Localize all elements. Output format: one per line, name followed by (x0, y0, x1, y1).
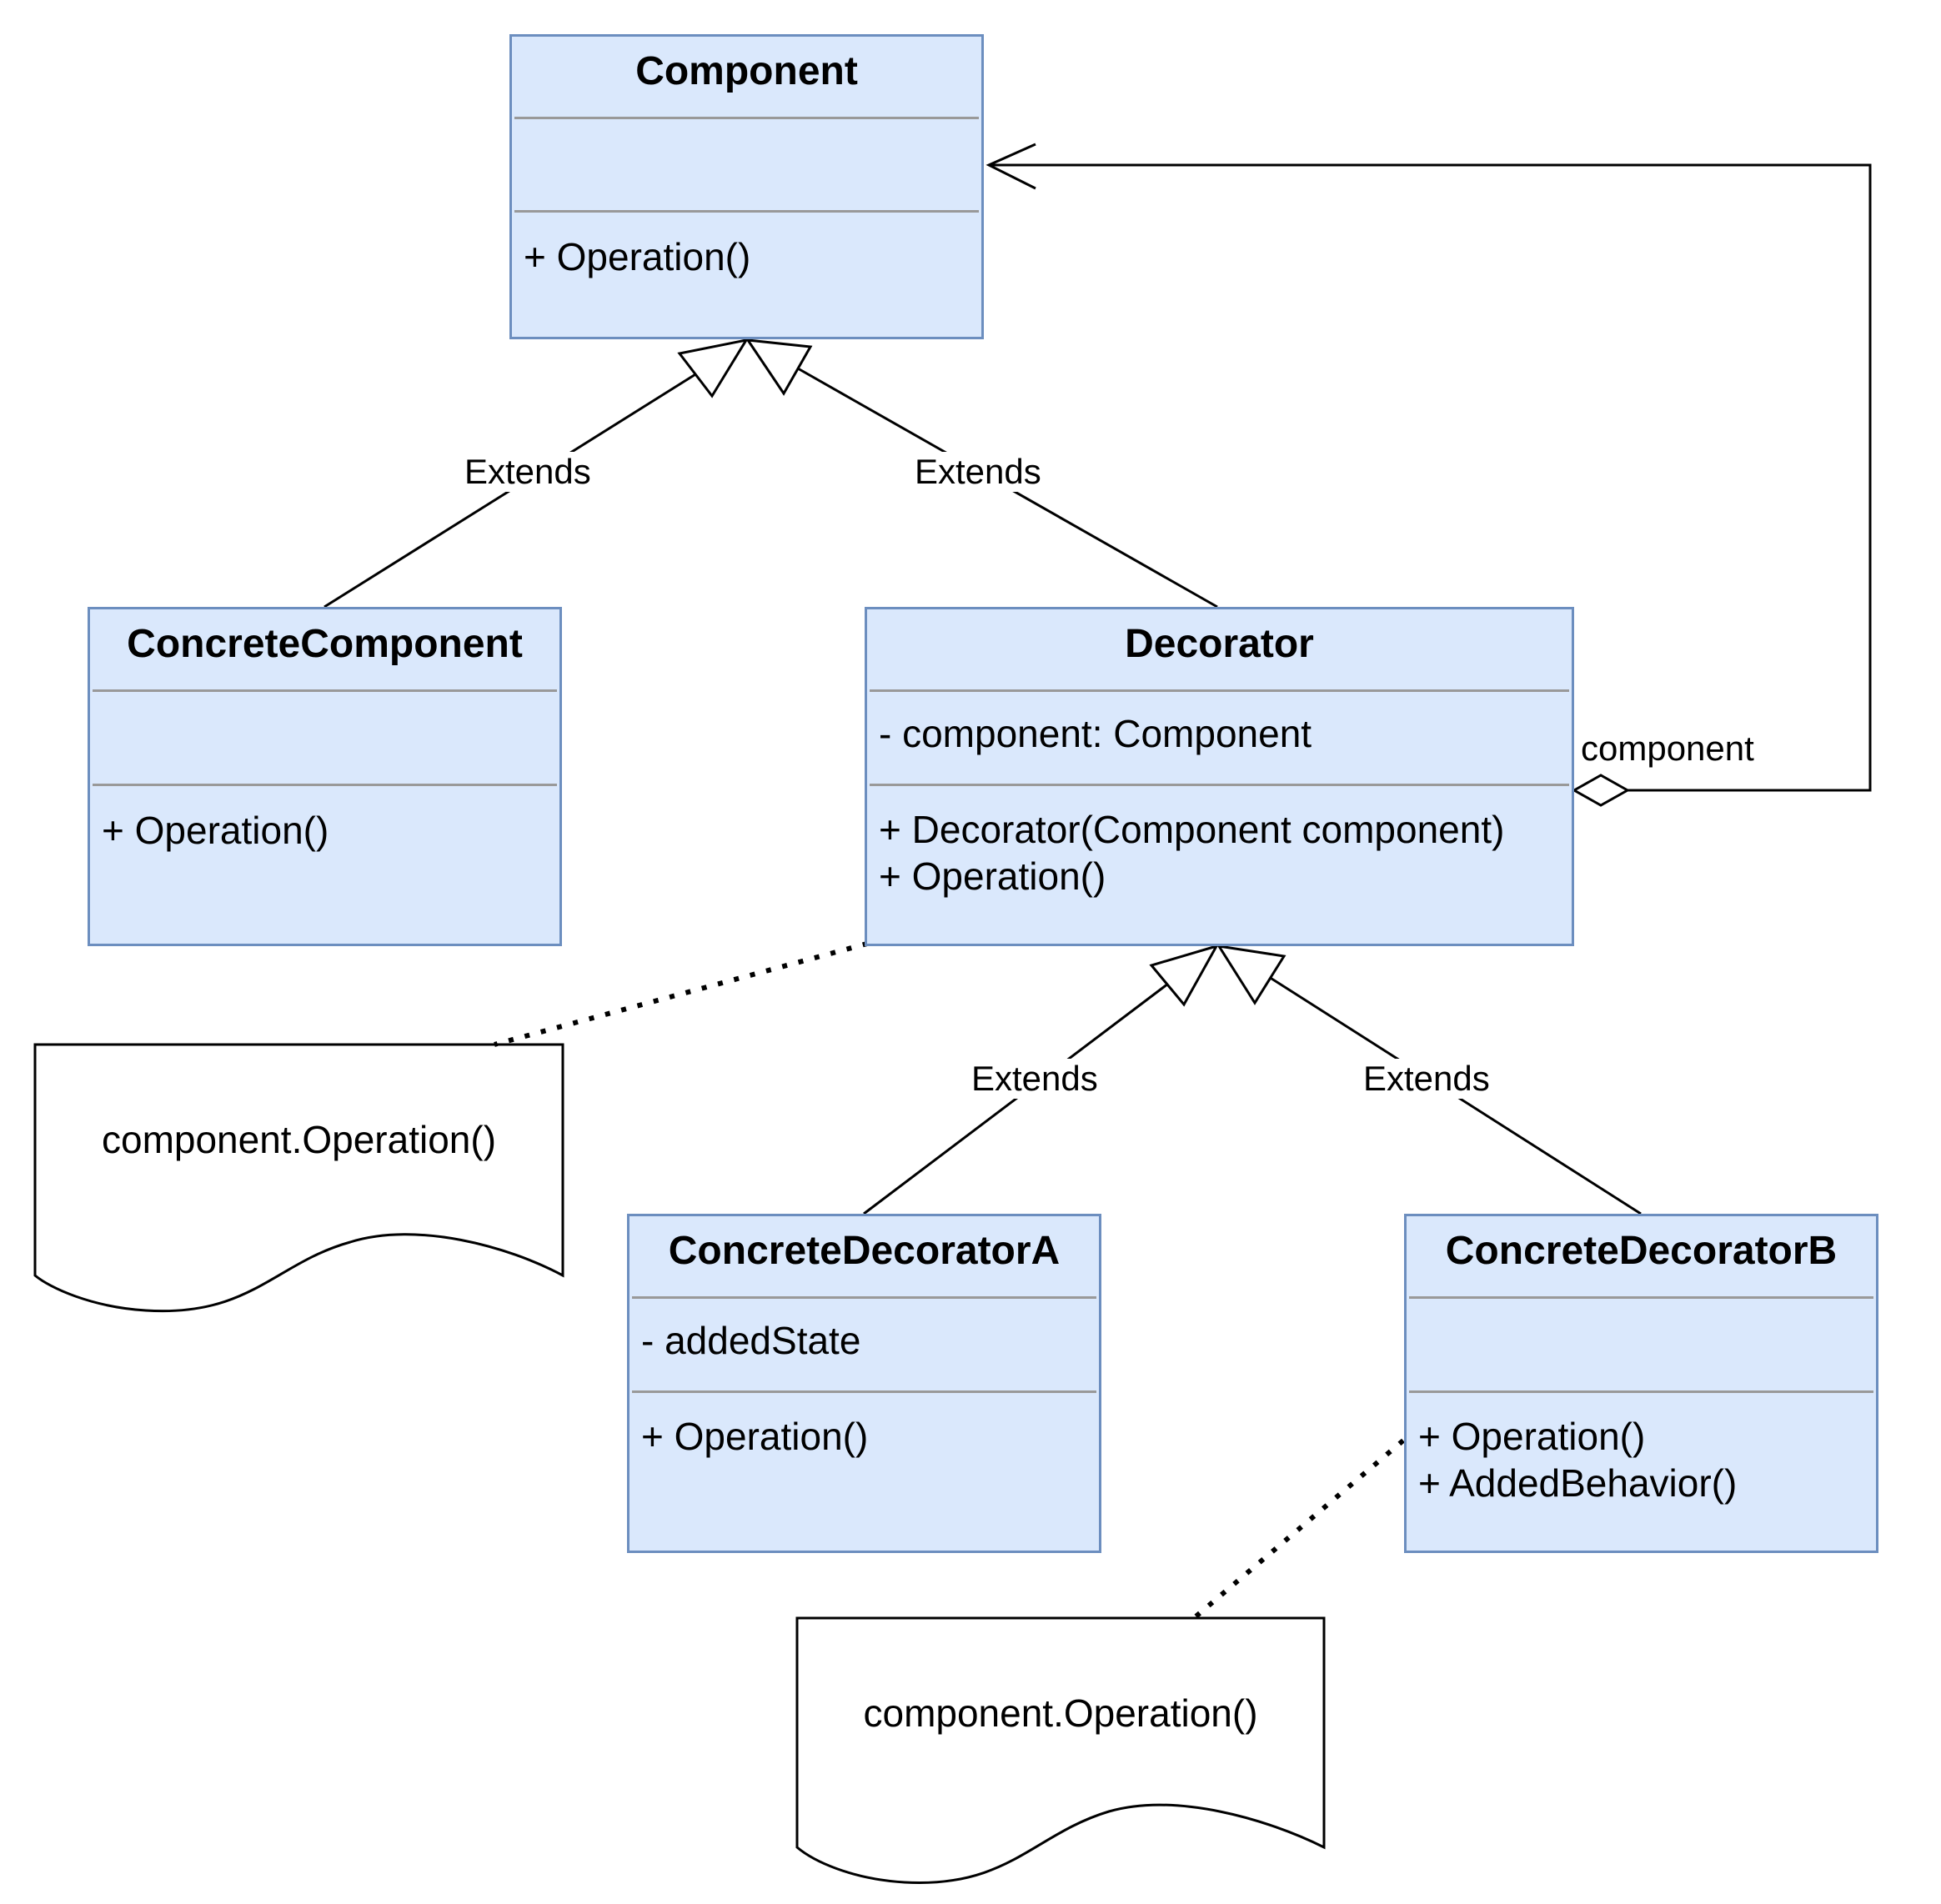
class-component[interactable]: Component + Operation() (509, 34, 984, 339)
note-decorator-b-operation-shape[interactable] (795, 1616, 1326, 1885)
aggregation-diamond-icon (1571, 774, 1631, 807)
class-separator (632, 1390, 1096, 1393)
note-decorator-operation-shape[interactable] (33, 1043, 564, 1313)
generalization-arrowhead-icon (1149, 944, 1220, 1007)
class-name: Decorator (1125, 622, 1314, 666)
note-decorator-b-operation-text: component.Operation() (863, 1691, 1258, 1735)
class-methods: + Operation() + AddedBehavior() (1418, 1413, 1871, 1506)
method-operation: + Operation() (102, 809, 329, 852)
class-separator (514, 210, 979, 213)
class-name: ConcreteComponent (127, 622, 523, 666)
class-separator (93, 784, 557, 786)
method-operation: + Operation() (524, 235, 751, 278)
note-link-decorator-b[interactable] (1192, 1438, 1405, 1621)
class-methods: + Operation() (102, 807, 554, 854)
class-concrete-component[interactable]: ConcreteComponent + Operation() (88, 607, 562, 946)
aggregation-role-label: component (1581, 729, 1754, 768)
class-concrete-decorator-a[interactable]: ConcreteDecoratorA - addedState + Operat… (627, 1214, 1101, 1553)
aggregation-edge-component[interactable] (989, 163, 1872, 792)
attribute-added-state: - addedState (641, 1319, 861, 1362)
method-operation: + Operation() (879, 854, 1106, 898)
class-methods: + Decorator(Component component) + Opera… (879, 806, 1567, 899)
open-arrowhead-icon (986, 143, 1036, 190)
method-added-behavior: + AddedBehavior() (1418, 1461, 1738, 1505)
method-constructor: + Decorator(Component component) (879, 808, 1505, 851)
class-separator (632, 1296, 1096, 1299)
class-separator (93, 689, 557, 692)
class-methods: + Operation() (641, 1413, 1094, 1460)
extends-label-decorator: Extends (911, 452, 1045, 492)
class-separator (1409, 1296, 1873, 1299)
class-separator (870, 689, 1569, 692)
class-concrete-decorator-b[interactable]: ConcreteDecoratorB + Operation() + Added… (1404, 1214, 1878, 1553)
class-name: Component (635, 49, 858, 93)
generalization-arrowhead-icon (745, 338, 813, 396)
extends-label-concrete-component: Extends (461, 452, 594, 492)
extends-label-decorator-a: Extends (968, 1059, 1101, 1099)
attribute-component: - component: Component (879, 712, 1312, 755)
class-separator (870, 784, 1569, 786)
class-attributes: - component: Component (879, 710, 1567, 757)
class-name: ConcreteDecoratorA (668, 1229, 1061, 1273)
class-decorator[interactable]: Decorator - component: Component + Decor… (865, 607, 1574, 946)
class-separator (1409, 1390, 1873, 1393)
generalization-arrowhead-icon (1216, 944, 1286, 1005)
note-decorator-operation-text: component.Operation() (101, 1118, 497, 1161)
class-separator (514, 117, 979, 119)
extends-label-decorator-b: Extends (1360, 1059, 1493, 1099)
class-name: ConcreteDecoratorB (1445, 1229, 1838, 1273)
generalization-arrowhead-icon (677, 338, 750, 398)
method-operation: + Operation() (641, 1415, 869, 1458)
class-methods: + Operation() (524, 233, 976, 280)
class-attributes: - addedState (641, 1317, 1094, 1364)
method-operation: + Operation() (1418, 1415, 1646, 1458)
